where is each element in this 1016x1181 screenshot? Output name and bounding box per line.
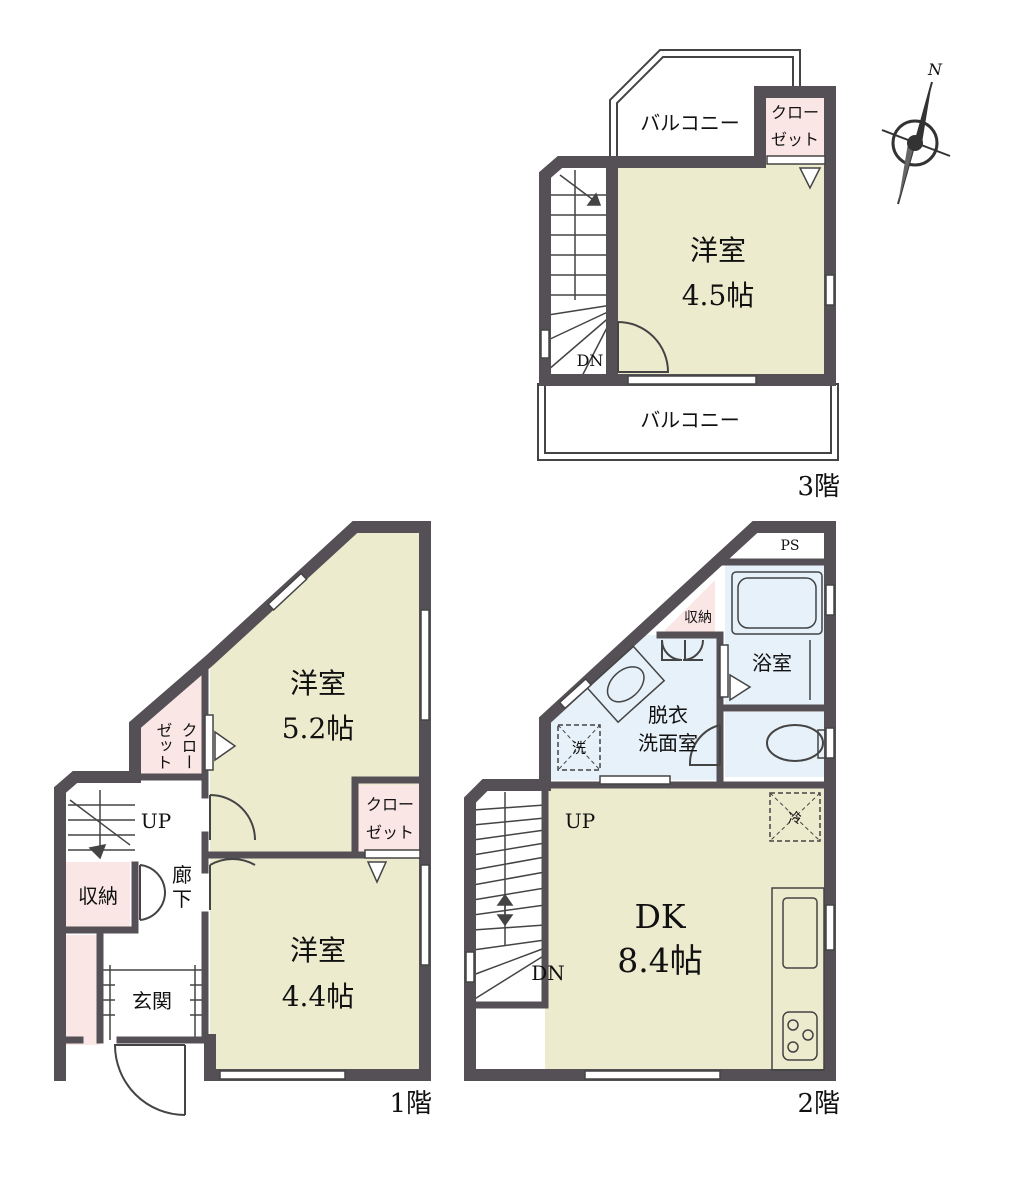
compass-north: N	[927, 60, 943, 79]
balcony-top-outline-inner	[616, 56, 794, 160]
storage-1f	[65, 862, 130, 932]
room-1f-a-size: 5.2帖	[282, 712, 355, 745]
hall-label-1: 廊	[172, 863, 192, 887]
closet-3f-door	[766, 155, 826, 165]
room-3f-western	[615, 162, 830, 380]
closet-3f-door-mark	[798, 167, 822, 190]
closet-1f-a-label-2: ゼット	[154, 722, 173, 770]
ps-label: PS	[780, 538, 799, 554]
closet-1f-a-door	[204, 714, 214, 771]
window-3f-right	[825, 274, 835, 306]
window-1f-bottom	[219, 1070, 346, 1080]
kitchen-counter	[771, 887, 825, 1071]
door-3f	[617, 321, 670, 373]
dk-size: 8.4帖	[617, 941, 702, 980]
floor-1: クロー ゼット 洋室 5.2帖 クロー ゼット 洋室 4.4帖 廊 下 収納 玄…	[54, 521, 432, 1119]
ps-area	[760, 530, 830, 560]
storage-2f	[665, 580, 715, 635]
stair-3f-dn: DN	[577, 351, 604, 370]
dk-name: DK	[634, 897, 686, 936]
room-1f-a-name: 洋室	[290, 667, 346, 700]
closet-1f-b-label-1: クロー	[366, 795, 414, 814]
walls-1f	[54, 521, 431, 1081]
floor-2: PS 収納 浴室 脱衣 洗面室 洗 冷 DK 8.4帖 UP DN 2階	[464, 521, 840, 1119]
wash-basin	[586, 645, 666, 724]
balcony-bottom-label: バルコニー	[640, 408, 740, 432]
floor-1-label: 1階	[389, 1089, 432, 1119]
bathtub	[731, 571, 823, 635]
stair-area-3f	[545, 162, 612, 380]
balcony-top-label: バルコニー	[640, 111, 740, 135]
closet-1f-b-label-2: ゼット	[366, 823, 414, 842]
window-2f-kitchen	[825, 904, 835, 951]
window-1f-diag	[267, 572, 308, 611]
storage-1f-lower	[65, 935, 100, 1045]
storage-1f-label: 収納	[78, 884, 118, 908]
window-2f-stair	[465, 951, 475, 983]
walls-2f	[464, 521, 836, 1081]
closet-1f-b	[355, 785, 425, 853]
fridge-label: 冷	[788, 811, 802, 827]
room-1f-b-name: 洋室	[290, 934, 346, 967]
closet-1f-a-label-1: クロー	[179, 722, 198, 770]
room-1f-western-a	[210, 527, 425, 855]
floor-3-label: 3階	[797, 472, 840, 502]
washroom	[545, 635, 720, 780]
kitchen-stove	[782, 1011, 818, 1061]
compass-needle	[915, 82, 932, 143]
window-1f-right-b	[420, 864, 430, 966]
window-2f-toilet	[825, 727, 835, 759]
toilet-bowl	[766, 724, 824, 762]
door-1f-room-a	[209, 794, 256, 841]
closet-3f	[760, 92, 830, 160]
compass-rose: N	[881, 60, 951, 205]
window-3f-bottom	[627, 375, 757, 385]
hall-label-2: 下	[172, 887, 192, 911]
room-3f-size: 4.5帖	[682, 279, 755, 312]
door-toilet	[688, 724, 721, 766]
window-1f-right-a	[420, 609, 430, 721]
compass-ring	[891, 119, 939, 167]
storage-2f-label: 収納	[684, 610, 712, 626]
window-3f-left	[540, 329, 550, 359]
entrance-label: 玄関	[132, 989, 172, 1013]
door-1f-storage	[139, 864, 167, 921]
kitchen-sink	[782, 897, 818, 969]
closet-3f-label-2: ゼット	[771, 130, 819, 149]
closet-1f-a	[140, 668, 205, 778]
closet-1f-b-door	[364, 849, 421, 859]
window-2f-diag	[558, 677, 593, 710]
fridge-space	[769, 792, 821, 842]
stair-1f-up: UP	[141, 809, 171, 833]
stairs-1f	[68, 790, 135, 860]
wash-label-2: 洗面室	[638, 731, 698, 755]
room-1f-b-size: 4.4帖	[282, 980, 355, 1013]
closet-3f-label-1: クロー	[771, 103, 819, 122]
door-1f-entrance	[113, 1044, 186, 1116]
washer-label: 洗	[572, 741, 586, 757]
walls-2f-inner	[466, 558, 834, 1009]
stair-2f-dn: DN	[531, 961, 565, 985]
entrance-label-bg	[115, 982, 190, 1018]
stairs-2f	[472, 792, 546, 1001]
wash-label-1: 脱衣	[648, 703, 688, 727]
window-2f-bath	[825, 584, 835, 616]
bath-label: 浴室	[752, 651, 792, 675]
window-2f-bottom	[584, 1070, 721, 1080]
room-3f-name: 洋室	[690, 234, 746, 267]
door-1f-room-b	[209, 858, 256, 910]
balcony-top-outline	[609, 49, 801, 160]
floor-3: バルコニー クロー ゼット 洋室 4.5帖 DN バルコニー 3階	[537, 49, 840, 502]
room-1f-western-b	[210, 858, 425, 1073]
window-2f-wash	[599, 775, 671, 785]
walls-3f	[539, 86, 836, 386]
toilet	[725, 712, 830, 777]
floor-2-label: 2階	[797, 1089, 840, 1119]
door-bath	[719, 644, 729, 698]
stair-2f-up: UP	[565, 809, 595, 833]
washer-space	[557, 724, 601, 771]
